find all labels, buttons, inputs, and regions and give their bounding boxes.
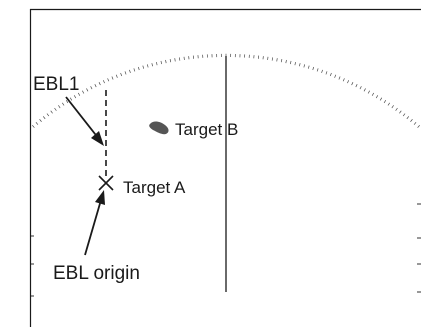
range-ring-tick (142, 65, 145, 69)
range-ring-tick (375, 95, 379, 99)
range-ring-tick (133, 68, 136, 72)
range-ring-tick (69, 97, 73, 101)
range-ring-tick (338, 76, 341, 80)
range-ring-tick (129, 69, 131, 74)
range-ring-tick (61, 102, 65, 106)
ebl-origin-label: EBL origin (53, 263, 140, 284)
range-ring-tick (383, 100, 387, 104)
range-ring-tick (299, 63, 301, 67)
range-ring-tick (54, 107, 57, 111)
target-a-cross-icon (98, 175, 114, 191)
range-ring-tick (355, 84, 358, 88)
ebl-origin-arrowhead (95, 190, 105, 205)
range-ring-tick (387, 102, 391, 106)
range-ring-tick (39, 119, 42, 122)
range-ring-tick (399, 110, 402, 114)
range-ring-tick (86, 88, 89, 92)
range-ring-tick (107, 78, 110, 82)
range-ring-tick (413, 122, 417, 125)
range-ring-tick (146, 64, 149, 68)
range-ring-tick (98, 82, 101, 86)
range-ring-tick (120, 72, 123, 77)
range-ring-tick (294, 61, 296, 66)
range-ring-tick (42, 116, 46, 120)
range-ring-tick (77, 92, 81, 96)
range-ring-tick (50, 110, 53, 114)
range-ring-tick (379, 97, 383, 101)
range-ring-tick (82, 90, 85, 94)
ebl-origin-leader-line (84, 199, 102, 256)
ebl1-label: EBL1 (33, 74, 79, 95)
range-ring-tick (312, 66, 315, 71)
ebl1-leader-line (65, 96, 100, 140)
range-ring-tick (73, 95, 77, 99)
range-ring-tick (367, 90, 370, 94)
range-ring-tick (46, 113, 50, 117)
range-ring-tick (316, 68, 319, 72)
range-ring-tick (165, 59, 167, 64)
range-ring-tick (174, 58, 176, 62)
range-ring-tick (334, 74, 337, 78)
range-ring-tick (65, 100, 69, 104)
range-ring-tick (406, 116, 410, 120)
range-ring-tick (32, 125, 35, 128)
range-ring-tick (137, 66, 140, 71)
range-ring-tick (363, 88, 366, 92)
range-ring-tick (391, 105, 394, 109)
range-ring-tick (347, 80, 350, 84)
range-ring-tick (271, 57, 273, 61)
ebl1-arrowhead (91, 131, 104, 146)
range-ring (32, 53, 420, 128)
range-ring-tick (102, 80, 105, 84)
range-ring-tick (90, 86, 93, 90)
range-ring-tick (351, 82, 354, 86)
range-ring-tick (111, 76, 114, 80)
range-ring-tick (402, 113, 406, 117)
range-ring-tick (417, 125, 420, 128)
target-b-echo-icon (149, 121, 169, 135)
range-ring-tick (156, 61, 158, 66)
range-ring-tick (321, 69, 323, 74)
range-ring-tick (58, 105, 61, 109)
range-ring-tick (303, 64, 306, 68)
range-ring-tick (325, 71, 328, 75)
range-ring-tick (359, 86, 362, 90)
range-ring-tick (94, 84, 97, 88)
range-ring-tick (169, 59, 172, 63)
range-ring-tick (285, 59, 287, 64)
target-b-label: Target B (175, 120, 238, 139)
range-ring-tick (179, 57, 181, 61)
range-ring-tick (151, 63, 153, 67)
target-a-label: Target A (123, 178, 186, 197)
range-ring-tick (342, 78, 345, 82)
range-ring-tick (395, 107, 398, 111)
range-ring-tick (410, 119, 413, 122)
range-ring-tick (290, 60, 292, 65)
range-ring-tick (35, 122, 39, 125)
edge-tick-marks (30, 203, 421, 297)
range-ring-tick (124, 71, 127, 75)
range-ring-tick (115, 74, 118, 78)
range-ring-tick (307, 65, 310, 69)
range-ring-tick (371, 92, 375, 96)
range-ring-tick (276, 58, 278, 62)
range-ring-tick (160, 60, 162, 65)
range-ring-tick (280, 59, 283, 63)
range-ring-tick (329, 72, 332, 77)
